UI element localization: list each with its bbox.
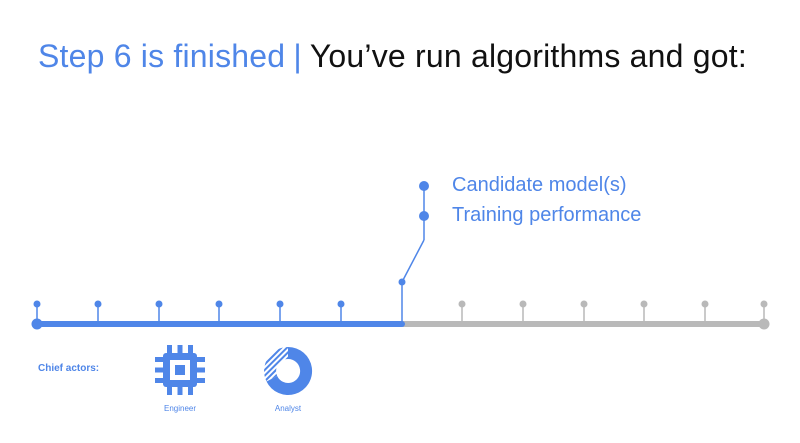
step-marker [276,300,284,324]
title-main: You’ve run algorithms and got: [309,38,747,74]
chief-actors-label: Chief actors: [38,363,100,374]
completed-step-markers [33,300,345,324]
step-marker [519,300,527,324]
step-marker [155,300,163,324]
output-bullet [419,211,429,221]
remaining-step-markers [458,300,768,324]
donut-chart-icon [264,346,313,395]
step-marker [337,300,345,324]
step-marker [640,300,648,324]
actor-analyst-label: Analyst [274,404,302,413]
current-step-branch [398,181,429,324]
step-marker [580,300,588,324]
step-marker [33,300,41,324]
title-step: Step 6 is finished [38,38,286,74]
output-bullet [419,181,429,191]
output-training-performance: Training performance [452,204,642,226]
title-separator: | [293,38,302,74]
actor-engineer-label: Engineer [163,404,197,413]
chip-icon [155,345,205,395]
step-marker [701,300,709,324]
page-title: Step 6 is finished|You’ve run algorithms… [38,38,747,75]
step-marker [215,300,223,324]
step-marker [760,300,768,324]
output-candidate-models: Candidate model(s) [452,174,627,196]
step-marker [458,300,466,324]
step-marker [94,300,102,324]
